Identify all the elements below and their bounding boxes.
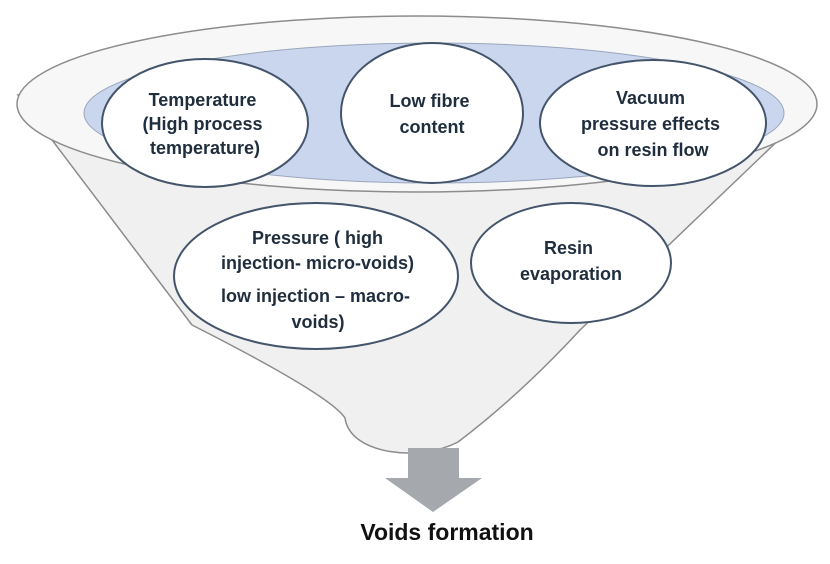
factor-label-line: voids) bbox=[291, 312, 344, 332]
factor-label: Resin evaporation bbox=[520, 238, 622, 284]
factor-label-line: evaporation bbox=[520, 264, 622, 284]
factor-label: Pressure ( high injection- micro-voids) … bbox=[221, 228, 419, 332]
factor-label-line: Temperature bbox=[149, 90, 257, 110]
factor-label-line: Low fibre bbox=[389, 91, 469, 111]
factor-bubble bbox=[539, 59, 767, 187]
factor-label-line: injection- micro-voids) bbox=[221, 253, 414, 273]
factor-label-line: pressure effects bbox=[581, 114, 720, 134]
factor-label: Low fibre content bbox=[389, 91, 474, 137]
factor-bubble bbox=[173, 202, 459, 350]
factor-bubble bbox=[470, 202, 672, 324]
factor-label-line: Vacuum bbox=[616, 88, 685, 108]
factor-label: Temperature (High process temperature) bbox=[142, 90, 267, 158]
factor-label-line: (High process bbox=[142, 114, 262, 134]
factor-label: Vacuum pressure effects on resin flow bbox=[581, 88, 725, 160]
factor-resin-evaporation: Resin evaporation bbox=[470, 202, 672, 324]
factor-label-line: Pressure ( high bbox=[252, 228, 383, 248]
factor-pressure: Pressure ( high injection- micro-voids) … bbox=[173, 202, 459, 350]
factor-label-line: content bbox=[400, 117, 465, 137]
factor-label-line: on resin flow bbox=[597, 140, 709, 160]
factor-low-fibre-content: Low fibre content bbox=[340, 42, 524, 184]
down-arrow-icon bbox=[385, 448, 482, 512]
factor-label-line: temperature) bbox=[150, 138, 260, 158]
factor-bubble bbox=[101, 58, 309, 188]
factor-vacuum-pressure: Vacuum pressure effects on resin flow bbox=[539, 59, 767, 187]
factor-label-line: low injection – macro- bbox=[221, 286, 410, 306]
factor-temperature: Temperature (High process temperature) bbox=[101, 58, 309, 188]
factor-label-line: Resin bbox=[544, 238, 593, 258]
result-label: Voids formation bbox=[360, 519, 533, 545]
factor-bubble bbox=[340, 42, 524, 184]
